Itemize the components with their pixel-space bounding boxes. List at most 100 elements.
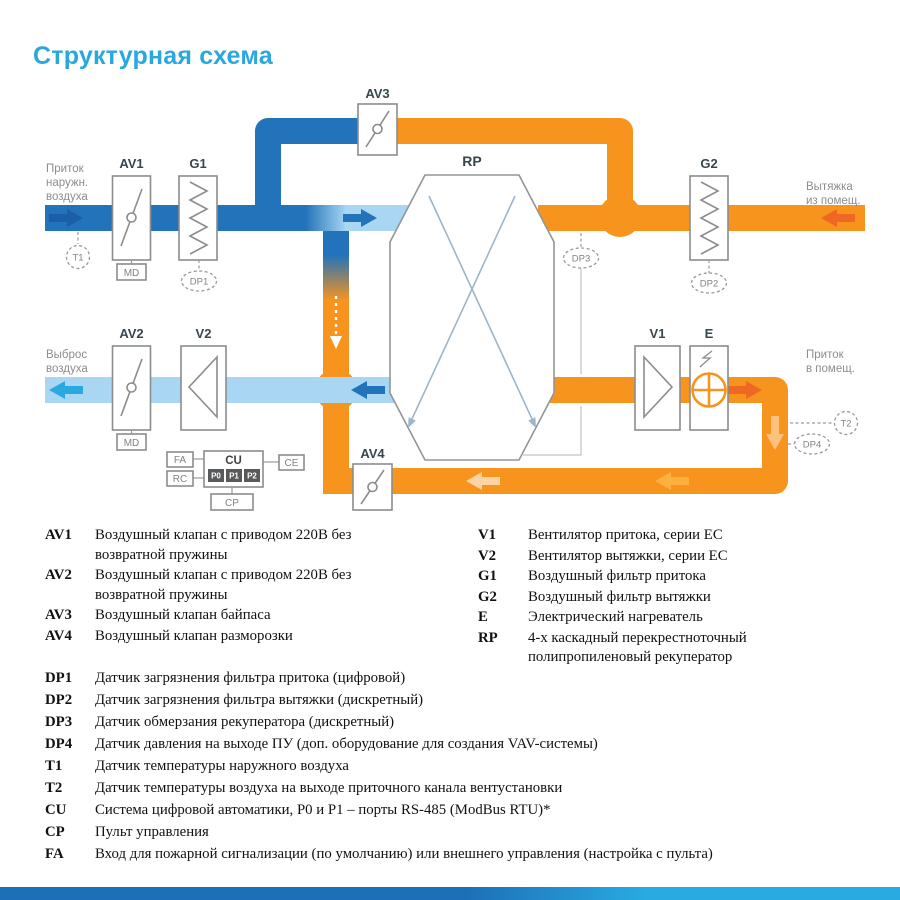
flow-arrows — [49, 209, 855, 490]
tag-e: E — [705, 326, 714, 341]
duct-supply-fade — [305, 205, 347, 231]
legend-row-dp4: DP4 Датчик давления на выходе ПУ (доп. о… — [45, 734, 875, 755]
rp-crossflow-line-1 — [428, 195, 533, 420]
tag-av1: AV1 — [119, 156, 143, 171]
legend-text: Воздушный клапан с приводом 220В без воз… — [95, 527, 352, 563]
legend-code: CP — [45, 824, 65, 840]
legend-text: Пульт управления — [95, 824, 209, 840]
arrow-outlet-down — [766, 416, 784, 450]
component-g2: G2 DP2 — [689, 156, 729, 294]
legend-code: RP — [478, 629, 498, 646]
legend-text: Датчик давления на выходе ПУ (доп. обору… — [95, 736, 598, 752]
sensor-dp3-group: DP3 — [562, 233, 600, 269]
p1-label: P1 — [229, 472, 239, 481]
legend-row-g2: G2 Воздушный фильтр вытяжки — [478, 588, 823, 608]
legend-code: V2 — [478, 547, 497, 564]
legend-row-g1: G1 Воздушный фильтр притока — [478, 567, 823, 587]
legend-text: Система цифровой автоматики, P0 и P1 – п… — [95, 802, 551, 818]
legend-row-cu: CU Система цифровой автоматики, P0 и P1 … — [45, 800, 875, 821]
t2-label: T2 — [840, 419, 851, 430]
av1-md-label: MD — [124, 268, 140, 279]
sensor-t2 — [833, 410, 859, 436]
arrow-defrost-left-2 — [655, 472, 689, 490]
legend-code: E — [478, 609, 488, 625]
diagram-svg: MD AV1 G1 DP1 AV3 G2 DP2 MD AV2 V2 — [45, 86, 865, 511]
legend-code: AV3 — [45, 607, 72, 623]
legend-text: 4-х каскадный перекрестноточный полипроп… — [528, 629, 747, 666]
component-av4: AV4 — [352, 446, 393, 511]
sensor-t1 — [65, 244, 91, 270]
av1-damper-pivot — [126, 212, 137, 223]
legend-code: DP3 — [45, 714, 73, 730]
legend-row-dp3: DP3 Датчик обмерзания рекуператора (диск… — [45, 712, 875, 733]
legend-code: AV4 — [45, 627, 72, 644]
sensor-dp1 — [180, 270, 218, 292]
legend-text: Датчик обмерзания рекуператора (дискретн… — [95, 714, 395, 730]
legend-text: Воздушный фильтр вытяжки — [528, 588, 711, 605]
arrow-exhaust-left — [49, 381, 83, 399]
g2-filter-zigzag — [699, 181, 720, 255]
dp3-label: DP3 — [572, 254, 590, 265]
g1-box — [178, 175, 218, 261]
legend-code: FA — [45, 846, 64, 862]
legend-code: AV1 — [45, 527, 72, 543]
component-e-heater: E — [689, 326, 729, 431]
flow-label-supply-1: Приток — [806, 349, 845, 361]
legend-components-col1: AV1 Воздушный клапан с приводом 220В без… — [45, 526, 390, 647]
flow-label-supply-2: в помещ. — [806, 363, 855, 375]
dp2-label: DP2 — [700, 279, 718, 290]
ce-label: CE — [285, 458, 299, 469]
p1-box — [226, 469, 242, 482]
legend-components-col2: V1 Вентилятор притока, серии EC V2 Венти… — [478, 526, 823, 669]
tag-v2: V2 — [196, 326, 212, 341]
rc-label: RC — [173, 474, 187, 485]
flow-label-intake-3: воздуха — [46, 191, 88, 203]
ce-box — [278, 454, 305, 471]
legend-code: G1 — [478, 568, 497, 584]
legend-code: DP1 — [45, 670, 73, 686]
legend-row-dp2: DP2 Датчик загрязнения фильтра вытяжки (… — [45, 690, 875, 711]
sensor-t1-group: T1 — [65, 232, 91, 270]
legend-text: Воздушный клапан с приводом 220В без воз… — [95, 567, 352, 603]
legend-code: DP2 — [45, 692, 73, 708]
legend-text: Электрический нагреватель — [528, 609, 703, 625]
flow-text-labels: Приток наружн. воздуха Вытяжка из помещ.… — [46, 163, 860, 375]
legend-text: Датчик температуры воздуха на выходе при… — [95, 780, 563, 796]
av4-box — [352, 463, 393, 511]
rp-crossflow-arrowhead-2 — [408, 417, 416, 428]
component-av3: AV3 — [357, 86, 398, 156]
flow-label-intake-2: наружн. — [46, 177, 88, 189]
legend-row-v1: V1 Вентилятор притока, серии EC — [478, 526, 823, 546]
flow-label-extract-2: из помещ. — [806, 195, 860, 207]
rc-box — [166, 470, 194, 487]
component-av2: MD AV2 — [111, 326, 152, 451]
dp4-label: DP4 — [803, 440, 821, 451]
rp-crossflow-line-2 — [411, 195, 516, 420]
rp-hexagon — [389, 174, 555, 461]
sensor-dp4-group: DP4 — [788, 433, 831, 455]
legend-text: Датчик загрязнения фильтра вытяжки (диск… — [95, 692, 424, 708]
legend-text: Датчик загрязнения фильтра притока (цифр… — [95, 670, 406, 686]
arrow-supply-light-right — [343, 209, 377, 227]
av2-md-label: MD — [124, 438, 140, 449]
footer-bar — [0, 887, 900, 900]
v2-fan-triangle — [187, 354, 218, 420]
component-g1: G1 DP1 — [178, 156, 218, 292]
t1-label: T1 — [72, 253, 83, 264]
component-v2: V2 — [180, 326, 227, 431]
av2-damper-pivot — [126, 382, 137, 393]
tag-av3: AV3 — [365, 86, 389, 101]
control-unit-cluster: FA RC CU P0 P1 P2 CE CP — [166, 450, 305, 511]
page-title: Структурная схема — [33, 42, 273, 70]
legend-code: CU — [45, 802, 67, 818]
fa-box — [166, 451, 194, 468]
legend-row-t2: T2 Датчик температуры воздуха на выходе … — [45, 778, 875, 799]
sensor-dp4 — [793, 433, 831, 455]
legend-code: T1 — [45, 758, 63, 774]
legend-row-t1: T1 Датчик температуры наружного воздуха — [45, 756, 875, 777]
cp-box — [210, 493, 254, 511]
p2-box — [244, 469, 260, 482]
component-av1: MD AV1 — [111, 156, 152, 281]
legend-code: G2 — [478, 588, 497, 605]
sensor-t2-group: T2 — [790, 410, 859, 436]
